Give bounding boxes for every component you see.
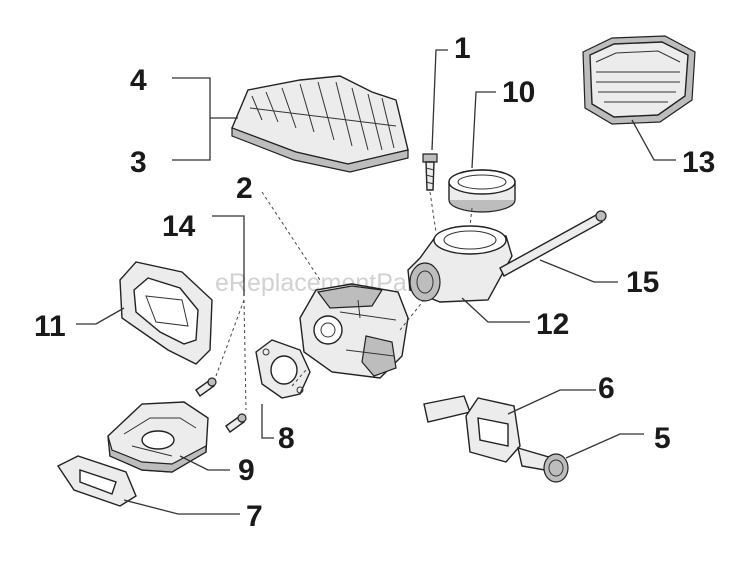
flange-gasket-part: [56, 455, 137, 507]
callout-15: 15: [626, 266, 659, 299]
long-bolt-part: [499, 210, 607, 277]
intake-adapter-part: [107, 401, 209, 473]
filter-housing-part: [231, 75, 409, 173]
callout-14: 14: [162, 210, 196, 243]
callout-8: 8: [278, 422, 295, 455]
callout-10: 10: [502, 76, 535, 109]
callout-11: 11: [34, 310, 66, 343]
callout-5: 5: [654, 422, 671, 455]
carburetor-gasket-part: [255, 339, 311, 399]
choke-lever-part: [423, 395, 521, 463]
callout-7: 7: [246, 500, 263, 533]
screw-part: [422, 153, 438, 191]
callout-13: 13: [682, 146, 715, 179]
mounting-plate-part: [119, 261, 213, 365]
callout-labels: 4 3 1 10 13 2 14 15 11 12 6 5 8 9 7: [34, 32, 715, 533]
callout-4: 4: [130, 64, 147, 97]
leader-lines: [76, 49, 676, 515]
callout-6: 6: [598, 372, 615, 405]
carburetor-flange-part: [407, 225, 513, 303]
callout-9: 9: [238, 454, 255, 487]
callout-3: 3: [130, 146, 147, 179]
air-filter-element-part: [582, 35, 696, 125]
callout-1: 1: [454, 32, 471, 65]
callout-12: 12: [536, 308, 569, 341]
carburetor-part: [299, 283, 409, 379]
stud-screws-part: [195, 377, 247, 433]
intake-ring-part: [448, 169, 516, 213]
knob-part: [517, 446, 569, 483]
callout-2: 2: [236, 172, 253, 205]
